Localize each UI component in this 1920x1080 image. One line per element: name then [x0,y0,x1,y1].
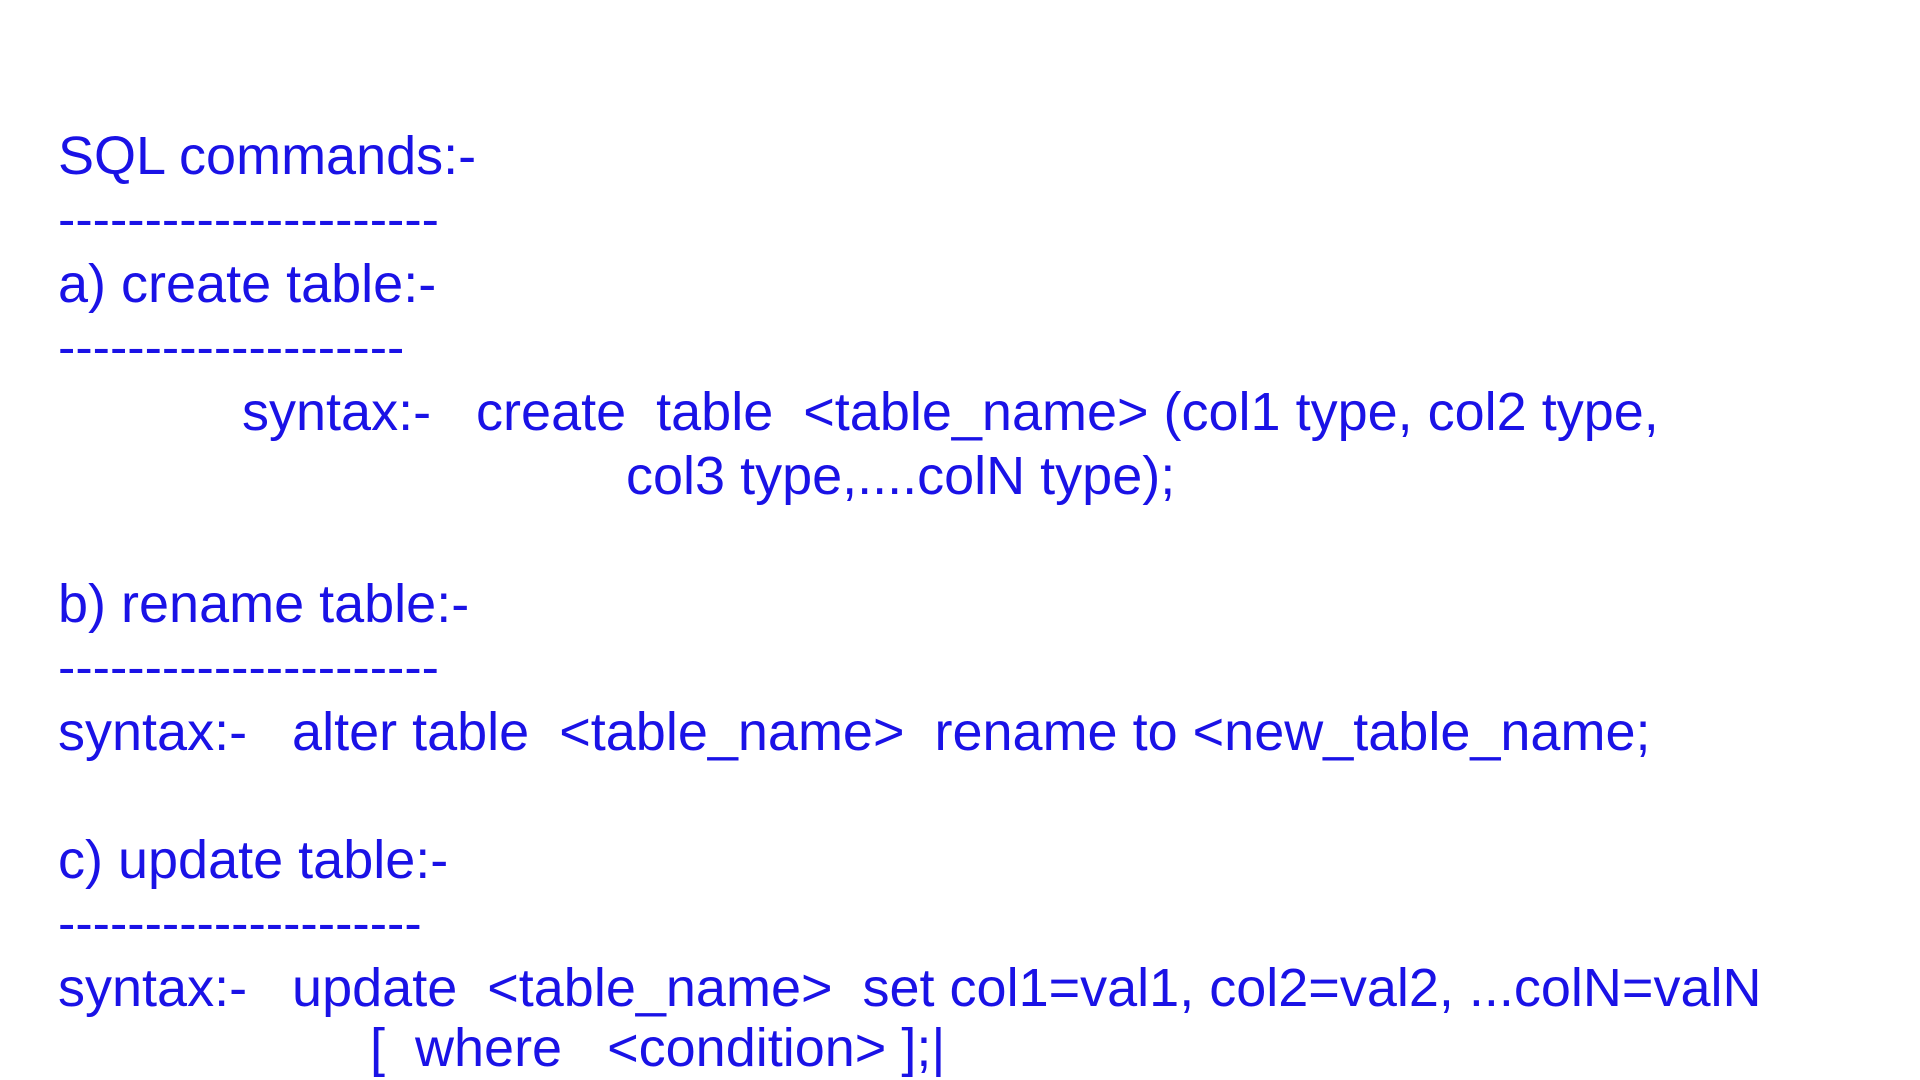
create-syntax-line1: syntax:- create table <table_name> (col1… [242,382,1659,442]
section-create-heading: a) create table:- [58,254,437,314]
rename-syntax-line1: syntax:- alter table <table_name> rename… [58,702,1651,762]
update-syntax-line1: syntax:- update <table_name> set col1=va… [58,958,1762,1018]
section-create-underline: -------------------- [58,319,405,377]
section-update-underline: --------------------- [58,895,422,953]
section-rename-heading: b) rename table:- [58,574,470,634]
section-update-heading: c) update table:- [58,830,449,890]
document-title: SQL commands:- [58,126,477,186]
create-syntax-line2: col3 type,....colN type); [626,446,1176,506]
update-syntax-line2: [ where <condition> ];| [370,1018,946,1078]
section-rename-underline: ---------------------- [58,639,439,697]
title-underline: ---------------------- [58,191,439,249]
